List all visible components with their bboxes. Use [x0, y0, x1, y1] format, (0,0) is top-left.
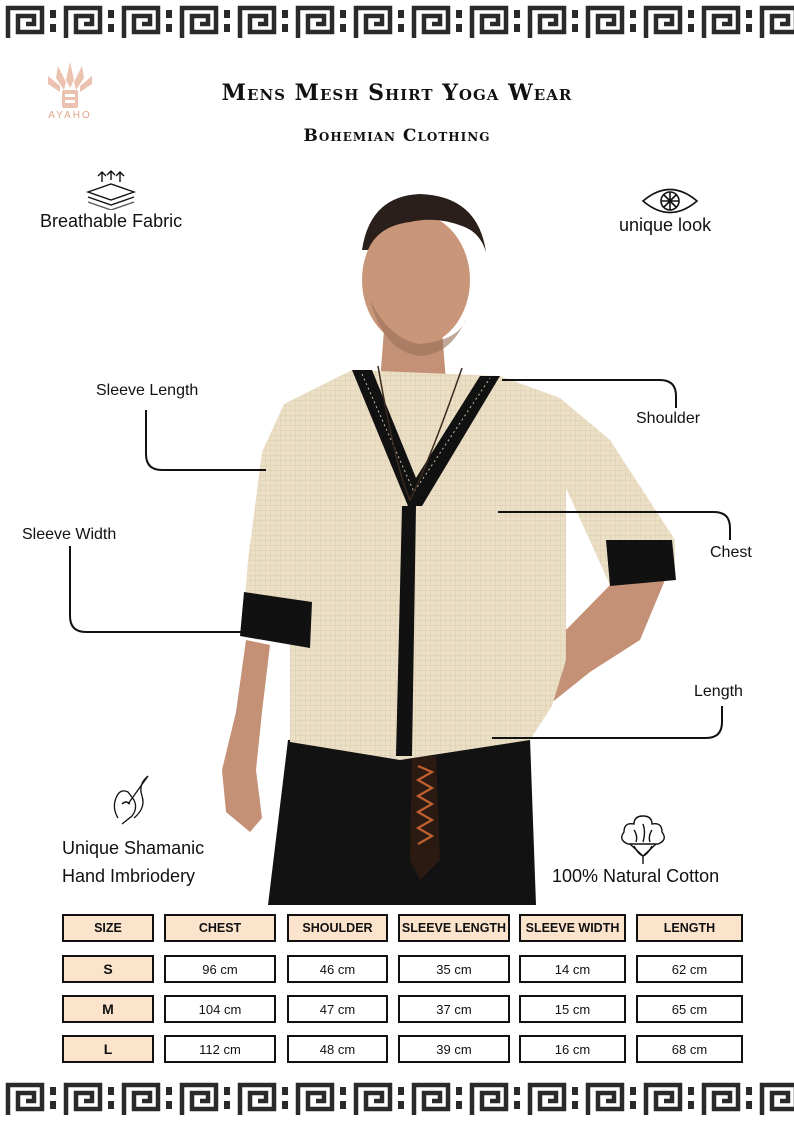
- feature-embroidery-line1: Unique Shamanic: [62, 838, 205, 858]
- feature-embroidery-line2: Hand Imbriodery: [62, 866, 196, 886]
- table-cell-length: 68 cm: [636, 1035, 743, 1063]
- length-label: Length: [694, 683, 743, 700]
- chest-label: Chest: [710, 544, 752, 561]
- feature-cotton-label: 100% Natural Cotton: [552, 866, 720, 886]
- table-size-cell: S: [62, 955, 154, 983]
- table-header-chest: CHEST: [164, 914, 276, 942]
- feather-crown-logo-icon: [48, 62, 92, 108]
- page-subtitle: Bohemian Clothing: [303, 126, 491, 146]
- sleeve-width-label: Sleeve Width: [22, 526, 117, 543]
- bottom-greek-key-border: [0, 1077, 794, 1121]
- table-header-sleeve-length: SLEEVE LENGTH: [398, 914, 510, 942]
- table-cell-sleeve-width: 15 cm: [519, 995, 626, 1023]
- top-greek-key-border: [0, 0, 794, 44]
- table-cell-sleeve-length: 35 cm: [398, 955, 510, 983]
- cotton-flower-icon: [621, 815, 665, 864]
- brand-logo-text: AYAHO: [48, 110, 92, 121]
- feature-breathable-label: Breathable Fabric: [40, 211, 183, 231]
- layers-airflow-icon: [85, 170, 137, 210]
- sleeve-length-label: Sleeve Length: [96, 382, 199, 399]
- table-cell-length: 62 cm: [636, 955, 743, 983]
- table-cell-sleeve-width: 16 cm: [519, 1035, 626, 1063]
- table-cell-length: 65 cm: [636, 995, 743, 1023]
- table-cell-chest: 96 cm: [164, 955, 276, 983]
- eye-icon: [641, 188, 699, 214]
- shoulder-label: Shoulder: [636, 410, 701, 427]
- table-cell-sleeve-length: 37 cm: [398, 995, 510, 1023]
- page-title: Mens Mesh Shirt Yoga Wear: [221, 80, 573, 106]
- table-cell-shoulder: 47 cm: [287, 995, 388, 1023]
- table-header-shoulder: SHOULDER: [287, 914, 388, 942]
- table-cell-chest: 104 cm: [164, 995, 276, 1023]
- table-cell-sleeve-length: 39 cm: [398, 1035, 510, 1063]
- table-cell-sleeve-width: 14 cm: [519, 955, 626, 983]
- table-cell-shoulder: 48 cm: [287, 1035, 388, 1063]
- table-header-length: LENGTH: [636, 914, 743, 942]
- table-header-sleeve-width: SLEEVE WIDTH: [519, 914, 626, 942]
- table-header-size: SIZE: [62, 914, 154, 942]
- table-cell-chest: 112 cm: [164, 1035, 276, 1063]
- table-cell-shoulder: 46 cm: [287, 955, 388, 983]
- feature-unique-look-label: unique look: [619, 215, 712, 235]
- table-size-cell: L: [62, 1035, 154, 1063]
- hand-needle-icon: [113, 775, 149, 825]
- table-size-cell: M: [62, 995, 154, 1023]
